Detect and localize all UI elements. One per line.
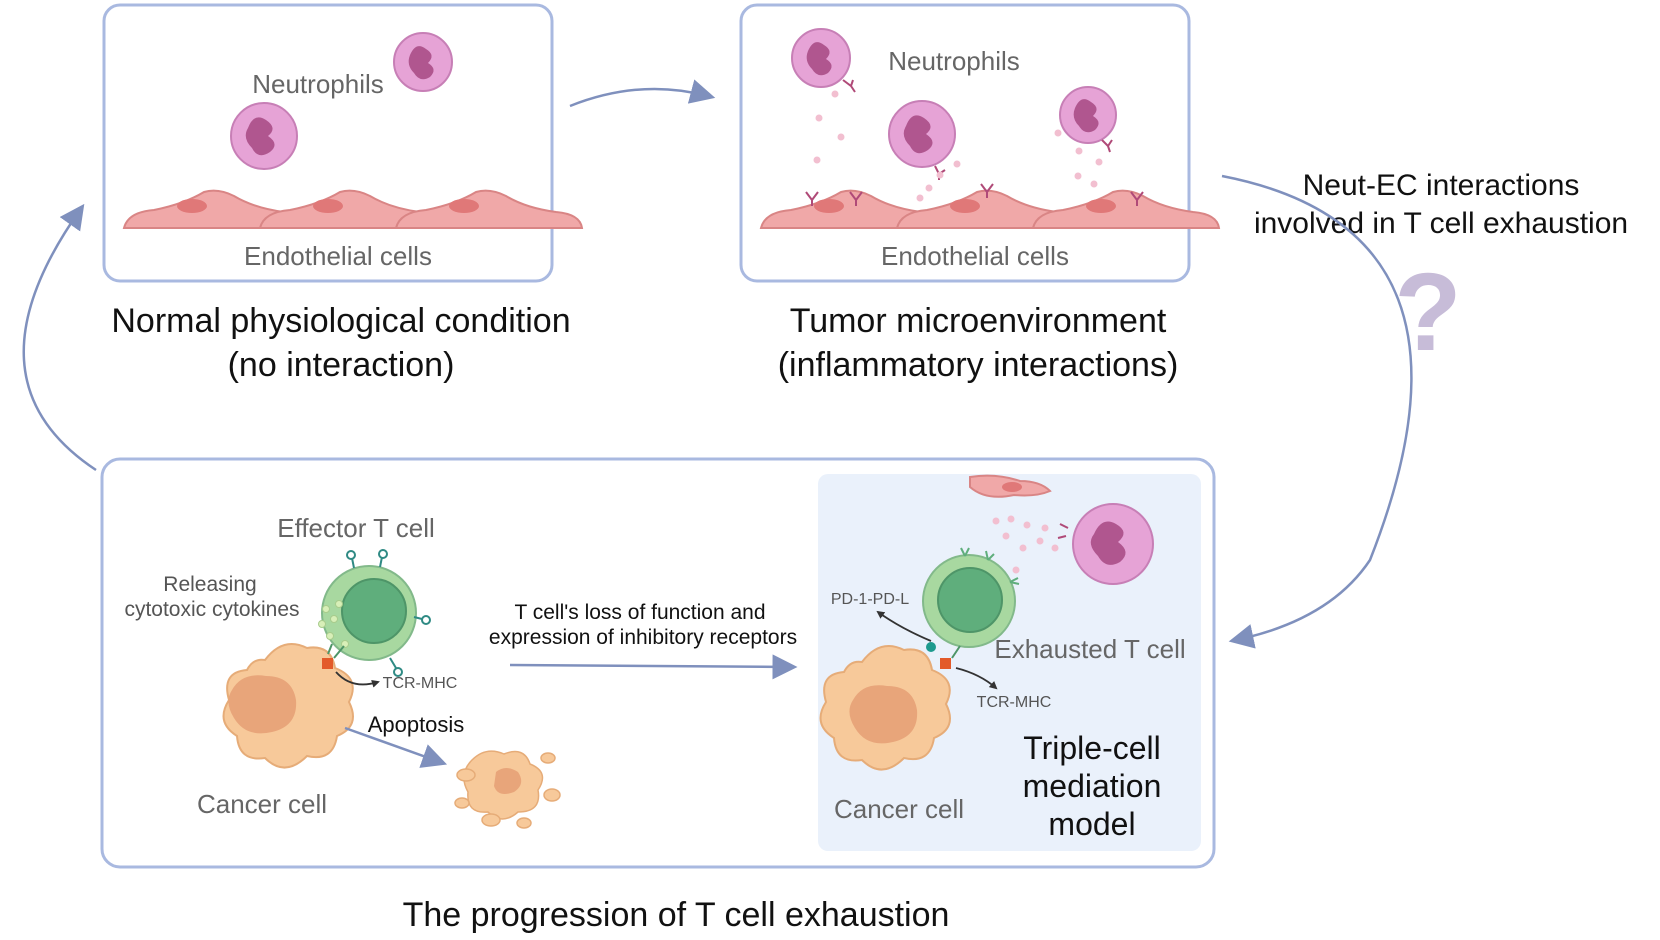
tcr-mhc-label: TCR-MHC	[977, 694, 1052, 711]
tcr-mhc-complex	[940, 645, 961, 669]
endothelial-layer	[759, 183, 1221, 229]
loss-of-function-line2: expression of inhibitory receptors	[489, 626, 797, 649]
cancer-cell	[222, 643, 354, 769]
question-line2: involved in T cell exhaustion	[1254, 207, 1628, 240]
normal-condition-panel	[102, 3, 554, 283]
tcr-mhc-pointer	[955, 667, 998, 690]
endothelial-cells-label: Endothelial cells	[881, 241, 1069, 271]
question-line1: Neut-EC interactions	[1303, 169, 1580, 202]
secreted-particles	[813, 90, 1103, 202]
tumor-caption-line2: (inflammatory interactions)	[778, 346, 1179, 384]
secreted-particles	[992, 515, 1059, 574]
cancer-cell-label: Cancer cell	[834, 794, 964, 824]
model-title-line2: mediation	[1023, 768, 1162, 804]
endothelial-layer	[122, 189, 584, 229]
arrow-progression-to-normal	[22, 203, 97, 472]
endothelial-cells-label: Endothelial cells	[244, 241, 432, 271]
neutrophil-cell	[888, 100, 956, 180]
releasing-label-line1: Releasing	[163, 573, 256, 596]
neutrophils-label: Neutrophils	[252, 69, 384, 99]
apoptotic-fragments	[454, 750, 561, 829]
neutrophil-cell	[230, 102, 298, 170]
neutrophil-cell	[393, 32, 453, 92]
effector-t-cell-label: Effector T cell	[277, 513, 435, 543]
tcr-mhc-label: TCR-MHC	[383, 675, 458, 692]
exhausted-t-cell-label: Exhausted T cell	[994, 634, 1185, 664]
progression-caption: The progression of T cell exhaustion	[403, 896, 950, 934]
loss-of-function-line1: T cell's loss of function and	[514, 601, 765, 624]
pd1-pdl-label: PD-1-PD-L	[831, 591, 909, 608]
apoptosis-arrow	[344, 726, 448, 768]
pd1-pointer	[876, 610, 932, 642]
question-mark-icon: ?	[1394, 251, 1461, 374]
tcr-mhc-complex	[322, 643, 345, 669]
apoptosis-label: Apoptosis	[368, 712, 465, 737]
arrow-normal-to-tumor	[569, 79, 716, 108]
normal-caption-line2: (no interaction)	[228, 346, 455, 384]
transition-arrow	[509, 654, 798, 680]
releasing-label-line2: cytotoxic cytokines	[124, 598, 299, 621]
arrow-tumor-to-progression	[1221, 174, 1413, 649]
cancer-cell-label: Cancer cell	[197, 789, 327, 819]
exhausted-t-cell	[922, 547, 1020, 652]
model-title-line1: Triple-cell	[1023, 730, 1161, 766]
model-title-line3: model	[1048, 806, 1135, 842]
normal-caption-line1: Normal physiological condition	[111, 302, 570, 340]
neutrophil-cell	[791, 28, 856, 93]
tcr-mhc-pointer	[335, 671, 380, 688]
neutrophil-cell	[1057, 503, 1154, 585]
cancer-cell	[819, 645, 951, 771]
effector-t-cell	[318, 549, 431, 677]
neutrophil-cell	[1059, 86, 1117, 153]
neutrophils-label: Neutrophils	[888, 46, 1020, 76]
endothelial-cell	[969, 474, 1052, 498]
tumor-caption-line1: Tumor microenvironment	[790, 302, 1167, 340]
